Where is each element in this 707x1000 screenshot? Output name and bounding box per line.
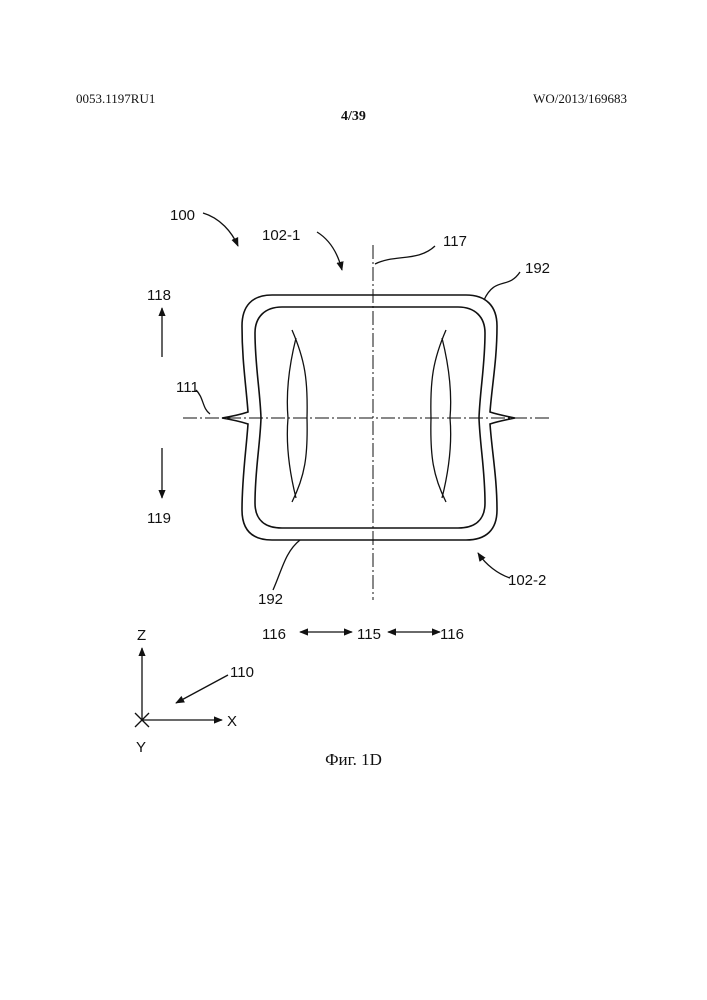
label-116-left: 116 (262, 626, 286, 643)
label-116-right: 116 (440, 626, 464, 643)
label-axis-x: X (227, 713, 237, 730)
right-fold-line (431, 330, 446, 502)
leader-192-top (484, 272, 520, 300)
label-192-top: 192 (525, 260, 550, 277)
leader-102-1 (317, 232, 342, 270)
leader-102-2 (478, 553, 510, 578)
leader-110 (176, 675, 228, 703)
label-102-2: 102-2 (508, 572, 546, 589)
label-100: 100 (170, 207, 195, 224)
label-118: 118 (147, 287, 171, 304)
figure-caption: Фиг. 1D (0, 750, 707, 770)
left-fold-line (292, 330, 307, 502)
leader-117 (375, 246, 435, 264)
label-119: 119 (147, 510, 171, 527)
label-110: 110 (230, 664, 254, 681)
leader-100 (203, 213, 238, 246)
leader-192-bottom (273, 540, 300, 590)
label-102-1: 102-1 (262, 227, 300, 244)
label-115: 115 (357, 626, 381, 643)
label-117: 117 (443, 233, 467, 250)
label-192-bottom: 192 (258, 591, 283, 608)
label-111: 111 (176, 379, 199, 396)
label-axis-z: Z (137, 627, 146, 644)
